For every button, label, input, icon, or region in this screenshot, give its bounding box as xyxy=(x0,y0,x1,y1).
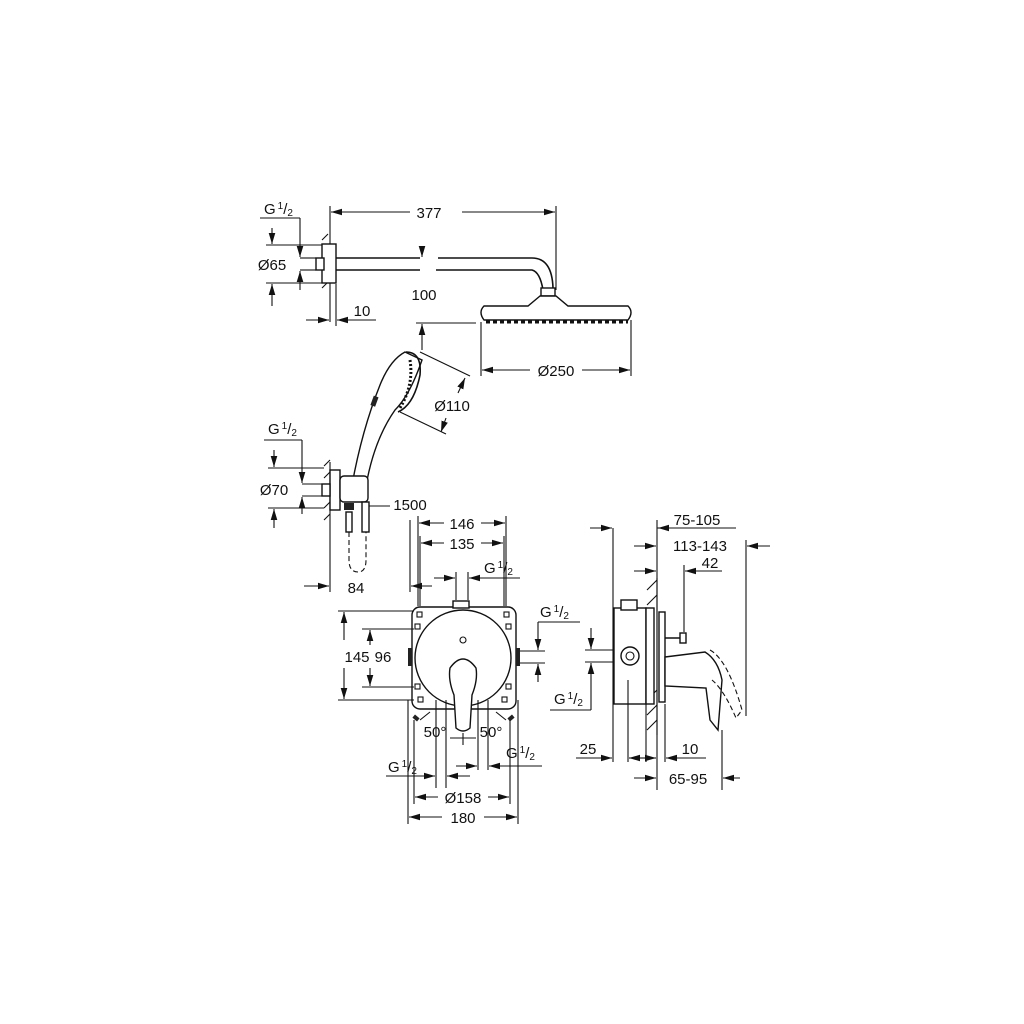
dim-width-inner: 135 xyxy=(449,536,474,553)
dim-depth-25: 25 xyxy=(580,741,597,758)
dim-angle-left: 50° xyxy=(424,724,447,741)
dim-angle-right: 50° xyxy=(480,724,503,741)
dim-total-width: 180 xyxy=(450,810,475,827)
dim-rosette-diameter: Ø158 xyxy=(445,790,482,807)
dim-arm-drop: 100 xyxy=(411,287,436,304)
dim-hand-head-diameter: Ø110 xyxy=(434,398,470,415)
dim-head-diameter: Ø250 xyxy=(538,363,575,380)
dim-flange-depth: 10 xyxy=(354,303,371,320)
dim-projection: 84 xyxy=(348,580,365,597)
dim-flange-diameter: Ø65 xyxy=(258,257,286,274)
dim-depth-range-2: 113-143 xyxy=(673,538,727,555)
dim-hose-length: 1500 xyxy=(393,497,426,514)
dim-elbow-diameter: Ø70 xyxy=(260,482,288,499)
lever-side xyxy=(664,651,723,732)
dim-depth-range-1: 75-105 xyxy=(674,512,721,529)
lever xyxy=(448,658,478,732)
dim-height-inner: 96 xyxy=(375,649,392,666)
dim-depth-range-3: 65-95 xyxy=(669,771,707,788)
head-shower-view: 377 Ø250 100 10 Ø65 xyxy=(258,201,632,380)
dim-width-outer: 146 xyxy=(449,516,474,533)
head-shower xyxy=(480,295,632,321)
dim-arm-length: 377 xyxy=(416,205,441,222)
dim-height-outer: 145 xyxy=(344,649,369,666)
dim-depth-42: 42 xyxy=(702,555,719,572)
dim-depth-10: 10 xyxy=(682,741,699,758)
